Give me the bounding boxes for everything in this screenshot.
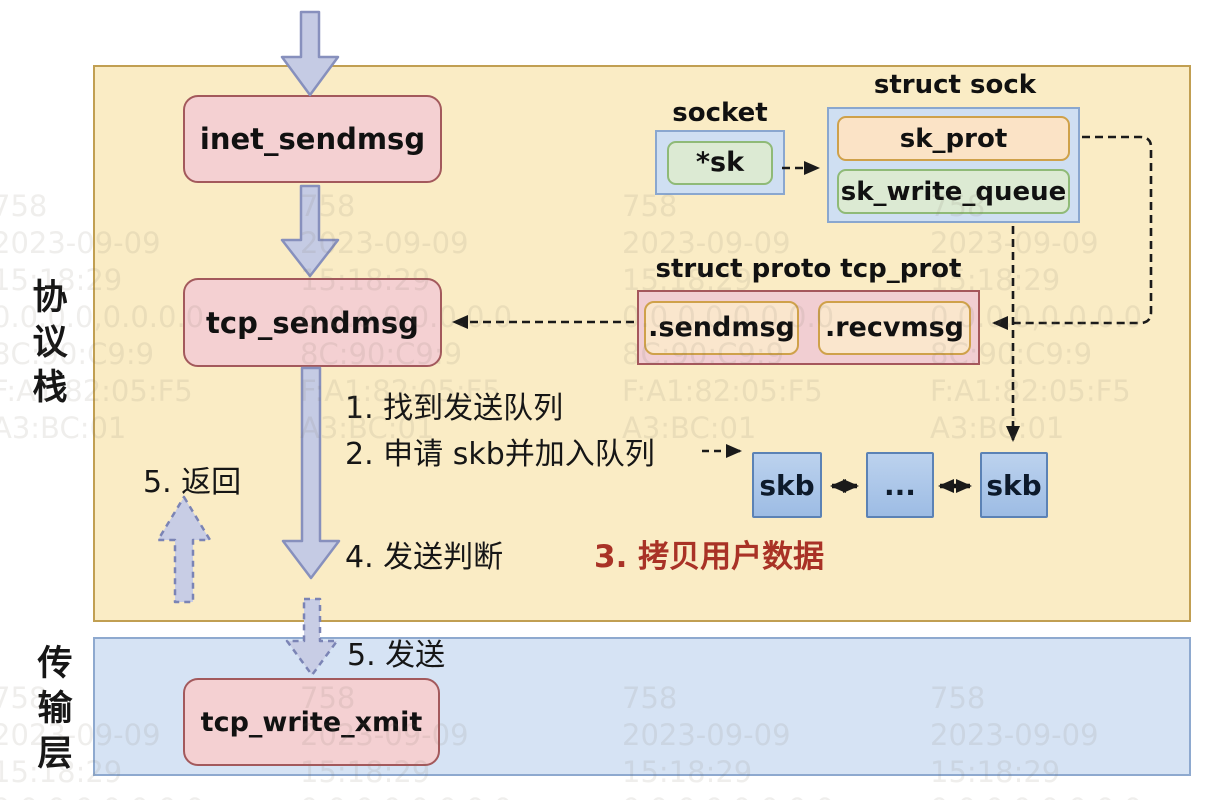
tcp-write-xmit-box: tcp_write_xmit	[183, 678, 440, 766]
skb-node-middle: ...	[866, 452, 934, 518]
recvmsg-field: .recvmsg	[818, 300, 971, 355]
sk-prot-field: sk_prot	[837, 116, 1070, 161]
struct-sock-title: struct sock	[873, 70, 1037, 100]
step5-send-label: 5. 发送	[347, 638, 446, 673]
skb-node-left: skb	[752, 452, 822, 518]
struct-proto-box: .sendmsg .recvmsg	[637, 290, 980, 365]
skb-node-right: skb	[980, 452, 1048, 518]
inet-sendmsg-box: inet_sendmsg	[183, 95, 442, 183]
step1-label: 1. 找到发送队列	[345, 391, 564, 426]
socket-box: *sk	[655, 130, 785, 195]
sendmsg-field: .sendmsg	[644, 300, 799, 355]
step5-return-label: 5. 返回	[143, 465, 242, 500]
socket-title: socket	[672, 98, 768, 128]
struct-proto-title: struct proto tcp_prot	[655, 254, 962, 284]
step2-label: 2. 申请 skb并加入队列	[345, 437, 655, 472]
sk-write-queue-field: sk_write_queue	[837, 169, 1070, 214]
step4-label: 4. 发送判断	[345, 540, 504, 575]
transport-layer-label: 传输层	[37, 644, 73, 774]
tcp-sendmsg-box: tcp_sendmsg	[183, 278, 442, 367]
sk-pointer-field: *sk	[667, 140, 773, 185]
struct-sock-box: sk_prot sk_write_queue	[827, 107, 1080, 223]
step3-label: 3. 拷贝用户数据	[594, 539, 825, 575]
protocol-stack-label: 协议栈	[32, 278, 68, 408]
